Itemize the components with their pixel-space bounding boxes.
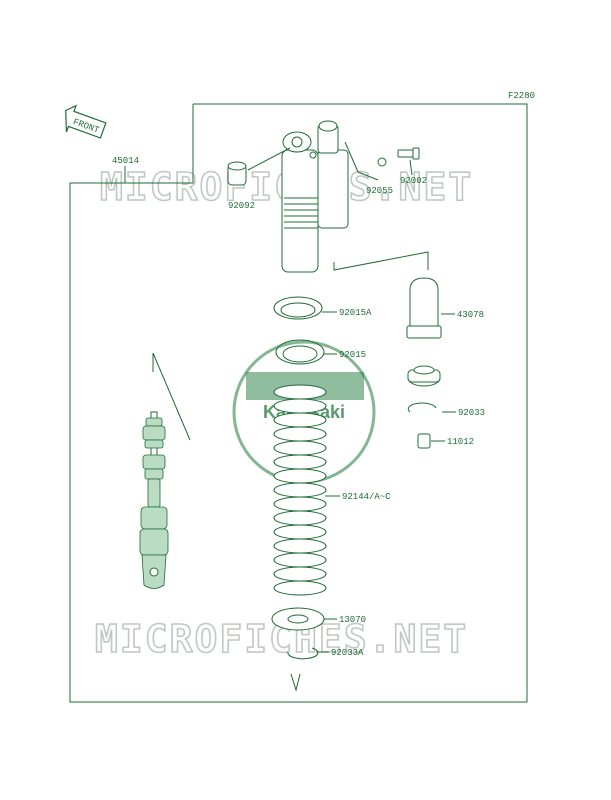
spring-coil [273, 538, 327, 554]
retainer-13070 [271, 607, 325, 631]
label-92033: 92033 [458, 408, 485, 418]
figure-code: F2280 [508, 91, 535, 101]
valve-11012 [417, 433, 431, 449]
ring-92033 [407, 402, 437, 413]
label-92092: 92092 [228, 201, 255, 211]
spring-coil [273, 384, 327, 400]
label-45014: 45014 [112, 156, 139, 166]
leader-rod-diag [152, 352, 191, 441]
down-arrow-icon [290, 673, 301, 692]
shock-body [281, 120, 349, 273]
label-11012: 11012 [447, 437, 474, 447]
leader-92092-a [247, 147, 291, 171]
spring-coil [273, 580, 327, 596]
spring-coil [273, 398, 327, 414]
nut-92015a [273, 296, 323, 320]
leader-cap-link [333, 251, 429, 271]
leader-92055-b [357, 171, 379, 181]
assembly-outline [69, 103, 528, 703]
spring-coil [273, 454, 327, 470]
cap-43078 [406, 277, 442, 339]
label-43078: 43078 [457, 310, 484, 320]
spring-coil [273, 482, 327, 498]
label-92144: 92144/A~C [342, 492, 391, 502]
damper-rod [139, 411, 169, 589]
o-ring-92055 [377, 157, 387, 167]
spring-coil [273, 426, 327, 442]
spring-92144 [273, 384, 327, 596]
spring-coil [273, 552, 327, 568]
label-92002: 92002 [400, 176, 427, 186]
leader-92055-a [344, 141, 359, 173]
bolt-92002 [397, 147, 420, 160]
label-92033a: 92033A [331, 648, 364, 658]
front-arrow-icon: FRONT [65, 104, 107, 139]
nut-92015 [275, 339, 325, 365]
spring-coil [273, 468, 327, 484]
spring-coil [273, 440, 327, 456]
bushing-92092 [227, 161, 247, 186]
circlip-92033a [287, 647, 319, 660]
rubber-seat [407, 365, 441, 387]
label-92055: 92055 [366, 186, 393, 196]
spring-coil [273, 510, 327, 526]
spring-coil [273, 412, 327, 428]
label-13070: 13070 [339, 615, 366, 625]
label-92015a: 92015A [339, 308, 372, 318]
spring-coil [273, 496, 327, 512]
label-92015: 92015 [339, 350, 366, 360]
leader-92002 [409, 159, 413, 176]
spring-coil [273, 566, 327, 582]
spring-coil [273, 524, 327, 540]
